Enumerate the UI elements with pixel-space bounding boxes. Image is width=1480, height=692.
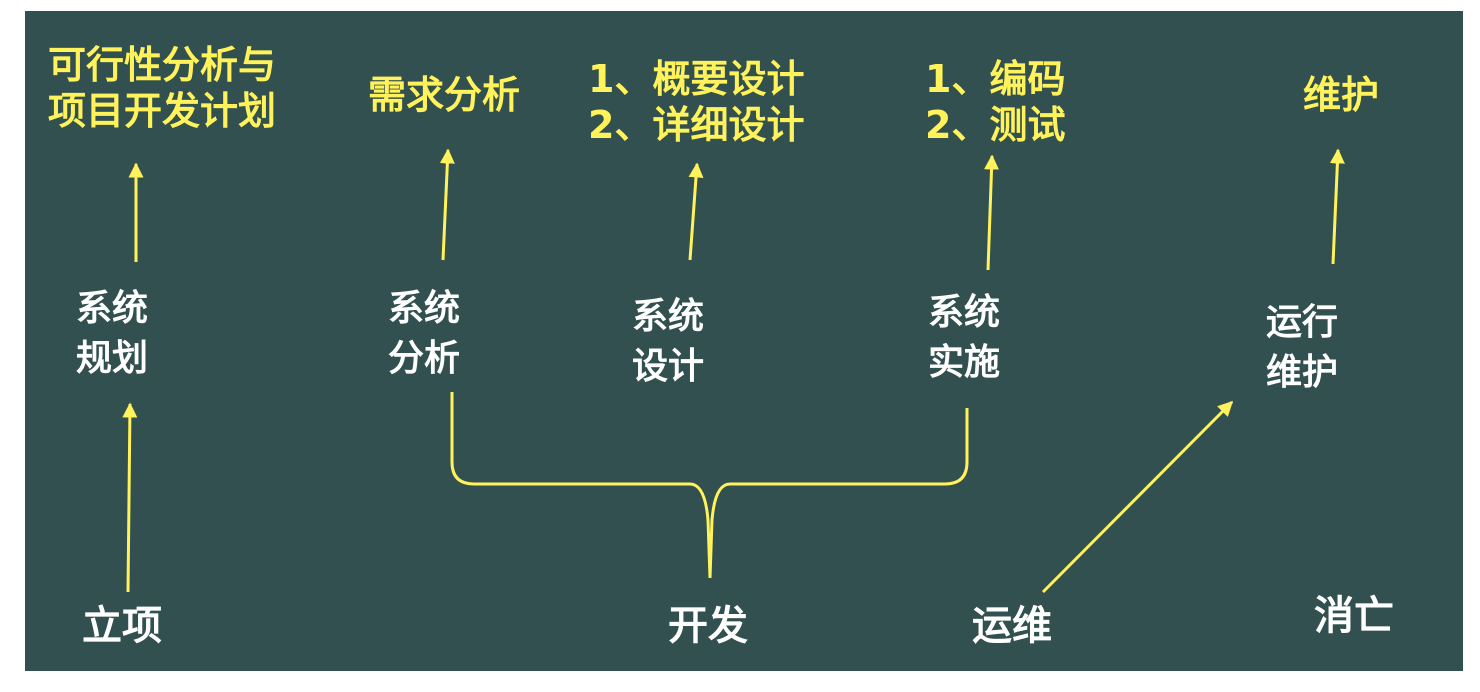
stage-operation: 运行 维护 [1266, 298, 1338, 398]
stage-design: 系统 设计 [632, 292, 704, 392]
stage-operation-line-2: 维护 [1266, 352, 1339, 393]
stage-planning-line-2: 规划 [76, 338, 149, 379]
phase-operation: 运维 [972, 603, 1052, 649]
target-implementation-line-1: 1、编码 [925, 57, 1066, 101]
arrow-initiation-to-planning [122, 402, 138, 593]
phase-initiation: 立项 [82, 603, 162, 649]
stage-implementation: 系统 实施 [928, 288, 1000, 388]
arrow-operation-to-target [1329, 148, 1345, 265]
stage-implementation-line-1: 系统 [928, 292, 1001, 333]
target-maintenance: 维护 [1303, 72, 1379, 118]
arrow-analysis-to-target [439, 148, 455, 261]
target-design: 1、概要设计 2、详细设计 [588, 56, 804, 148]
stage-analysis: 系统 分析 [388, 284, 460, 384]
target-planning-line-2: 项目开发计划 [48, 89, 277, 133]
stage-analysis-line-1: 系统 [388, 288, 461, 329]
arrow-implementation-to-target [984, 154, 1000, 271]
stage-design-line-2: 设计 [632, 346, 705, 387]
phase-development: 开发 [668, 603, 748, 649]
phase-retirement: 消亡 [1314, 593, 1394, 639]
stage-operation-line-1: 运行 [1266, 302, 1339, 343]
target-design-line-2: 2、详细设计 [588, 103, 805, 147]
target-maintenance-line-1: 维护 [1303, 73, 1380, 117]
development-brace [450, 392, 969, 579]
stage-design-line-1: 系统 [632, 296, 705, 337]
stage-planning-line-1: 系统 [76, 288, 149, 329]
stage-analysis-line-2: 分析 [388, 338, 461, 379]
target-implementation: 1、编码 2、测试 [925, 56, 1065, 148]
stage-planning: 系统 规划 [76, 284, 148, 384]
diagram-board [25, 11, 1463, 671]
target-planning-line-1: 可行性分析与 [48, 43, 277, 87]
target-analysis: 需求分析 [368, 72, 520, 118]
target-implementation-line-2: 2、测试 [925, 103, 1066, 147]
target-design-line-1: 1、概要设计 [588, 57, 805, 101]
stage-implementation-line-2: 实施 [928, 342, 1001, 383]
target-planning: 可行性分析与 项目开发计划 [48, 42, 276, 134]
target-analysis-line-1: 需求分析 [368, 73, 521, 117]
arrow-design-to-target [688, 162, 704, 261]
arrow-ops-phase-to-operation [1041, 400, 1234, 594]
